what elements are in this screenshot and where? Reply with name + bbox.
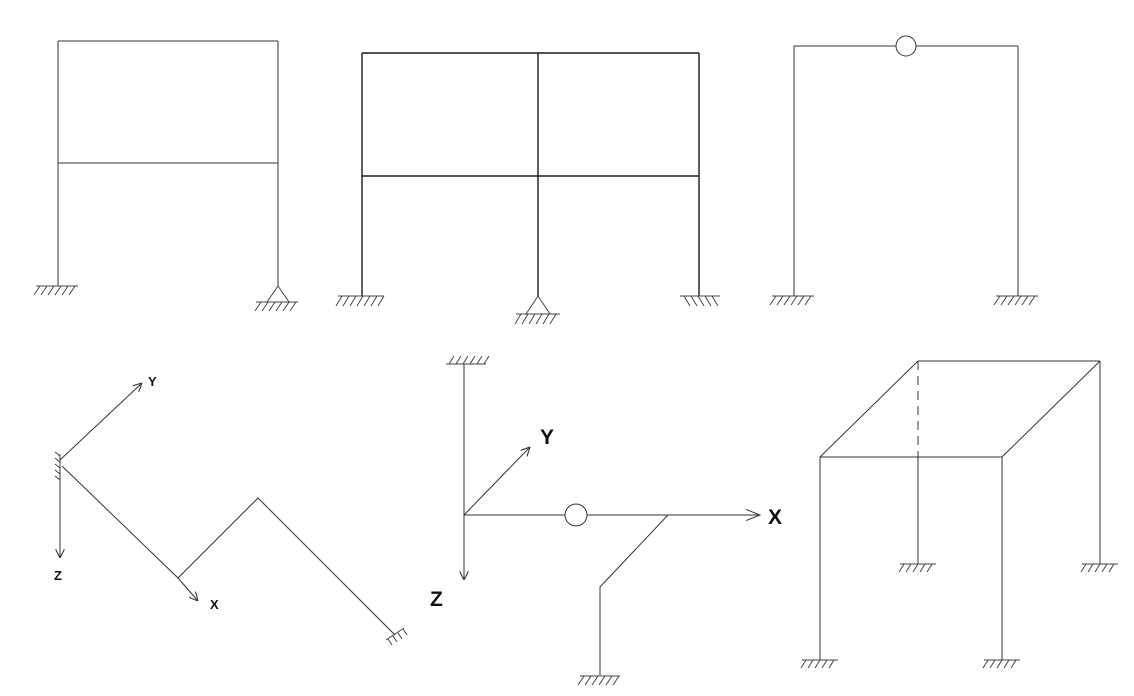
wall-fixed-support-icon (54, 451, 61, 481)
right-side-beam (1001, 360, 1101, 458)
fixed-support-icon (800, 659, 838, 669)
y-axis-label: Y (540, 426, 554, 449)
fixed-support-icon (898, 563, 936, 573)
ceiling-fixed-support-icon (446, 355, 490, 365)
space-frame-zigzag: Y Z X (54, 374, 408, 646)
y-axis-arrow (463, 447, 530, 516)
frame-two-bay-two-storey (335, 52, 720, 325)
frame-two-storey-fixed-pinned (33, 40, 298, 312)
fixed-support-icon (680, 295, 720, 307)
hinge-icon (564, 503, 588, 527)
fixed-support-icon (33, 285, 78, 296)
fixed-support-icon (577, 675, 620, 686)
bent-member (599, 514, 669, 675)
y-axis-label: Y (148, 374, 157, 389)
fixed-support-icon (335, 295, 385, 307)
y-axis-arrow (59, 383, 142, 461)
space-frame-with-hinge: Y Z X (430, 355, 782, 686)
pinned-support-icon (254, 285, 298, 312)
left-side-beam (819, 360, 919, 458)
fixed-support-icon (1080, 563, 1118, 573)
pinned-support-icon (514, 295, 560, 325)
x-axis-label: X (768, 506, 782, 529)
z-axis-label: Z (54, 568, 62, 583)
hinge-icon (895, 35, 917, 57)
fixed-support-icon (385, 627, 408, 646)
fixed-support-icon (769, 295, 814, 306)
x-axis-label: X (210, 597, 219, 612)
fixed-support-icon (982, 659, 1020, 669)
space-frame-four-columns (800, 360, 1118, 669)
fixed-support-icon (993, 295, 1038, 306)
member-chain (61, 465, 396, 636)
z-axis-label: Z (430, 588, 443, 611)
portal-frame-with-hinge (769, 35, 1038, 306)
x-axis-arrow (177, 577, 198, 601)
